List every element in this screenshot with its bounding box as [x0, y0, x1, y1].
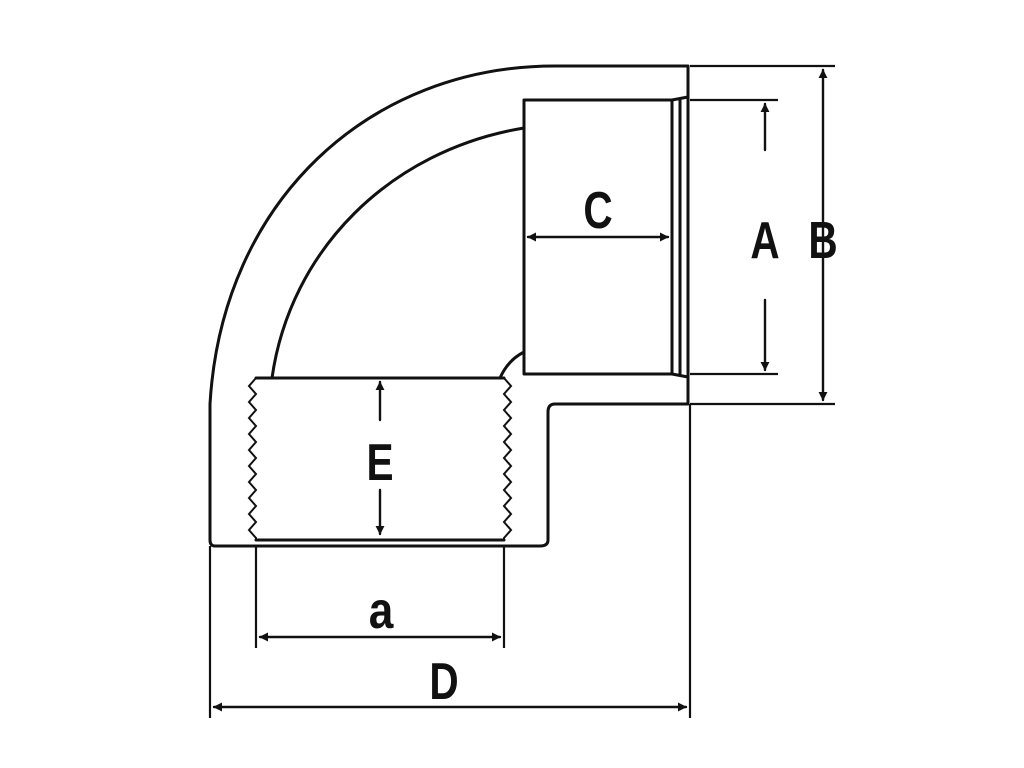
label-a: A	[750, 211, 779, 269]
inner-shoulder-curve	[498, 350, 526, 380]
label-b: B	[808, 211, 837, 269]
label-c: C	[583, 181, 612, 239]
label-d: D	[429, 652, 458, 710]
label-a-lower: a	[369, 582, 395, 640]
thread-left	[247, 377, 258, 540]
outer-body-outline	[208, 64, 690, 548]
inner-bend-curve	[270, 126, 526, 380]
socket-end-lines	[670, 95, 690, 379]
label-e: E	[366, 433, 393, 491]
thread-right	[502, 377, 513, 540]
